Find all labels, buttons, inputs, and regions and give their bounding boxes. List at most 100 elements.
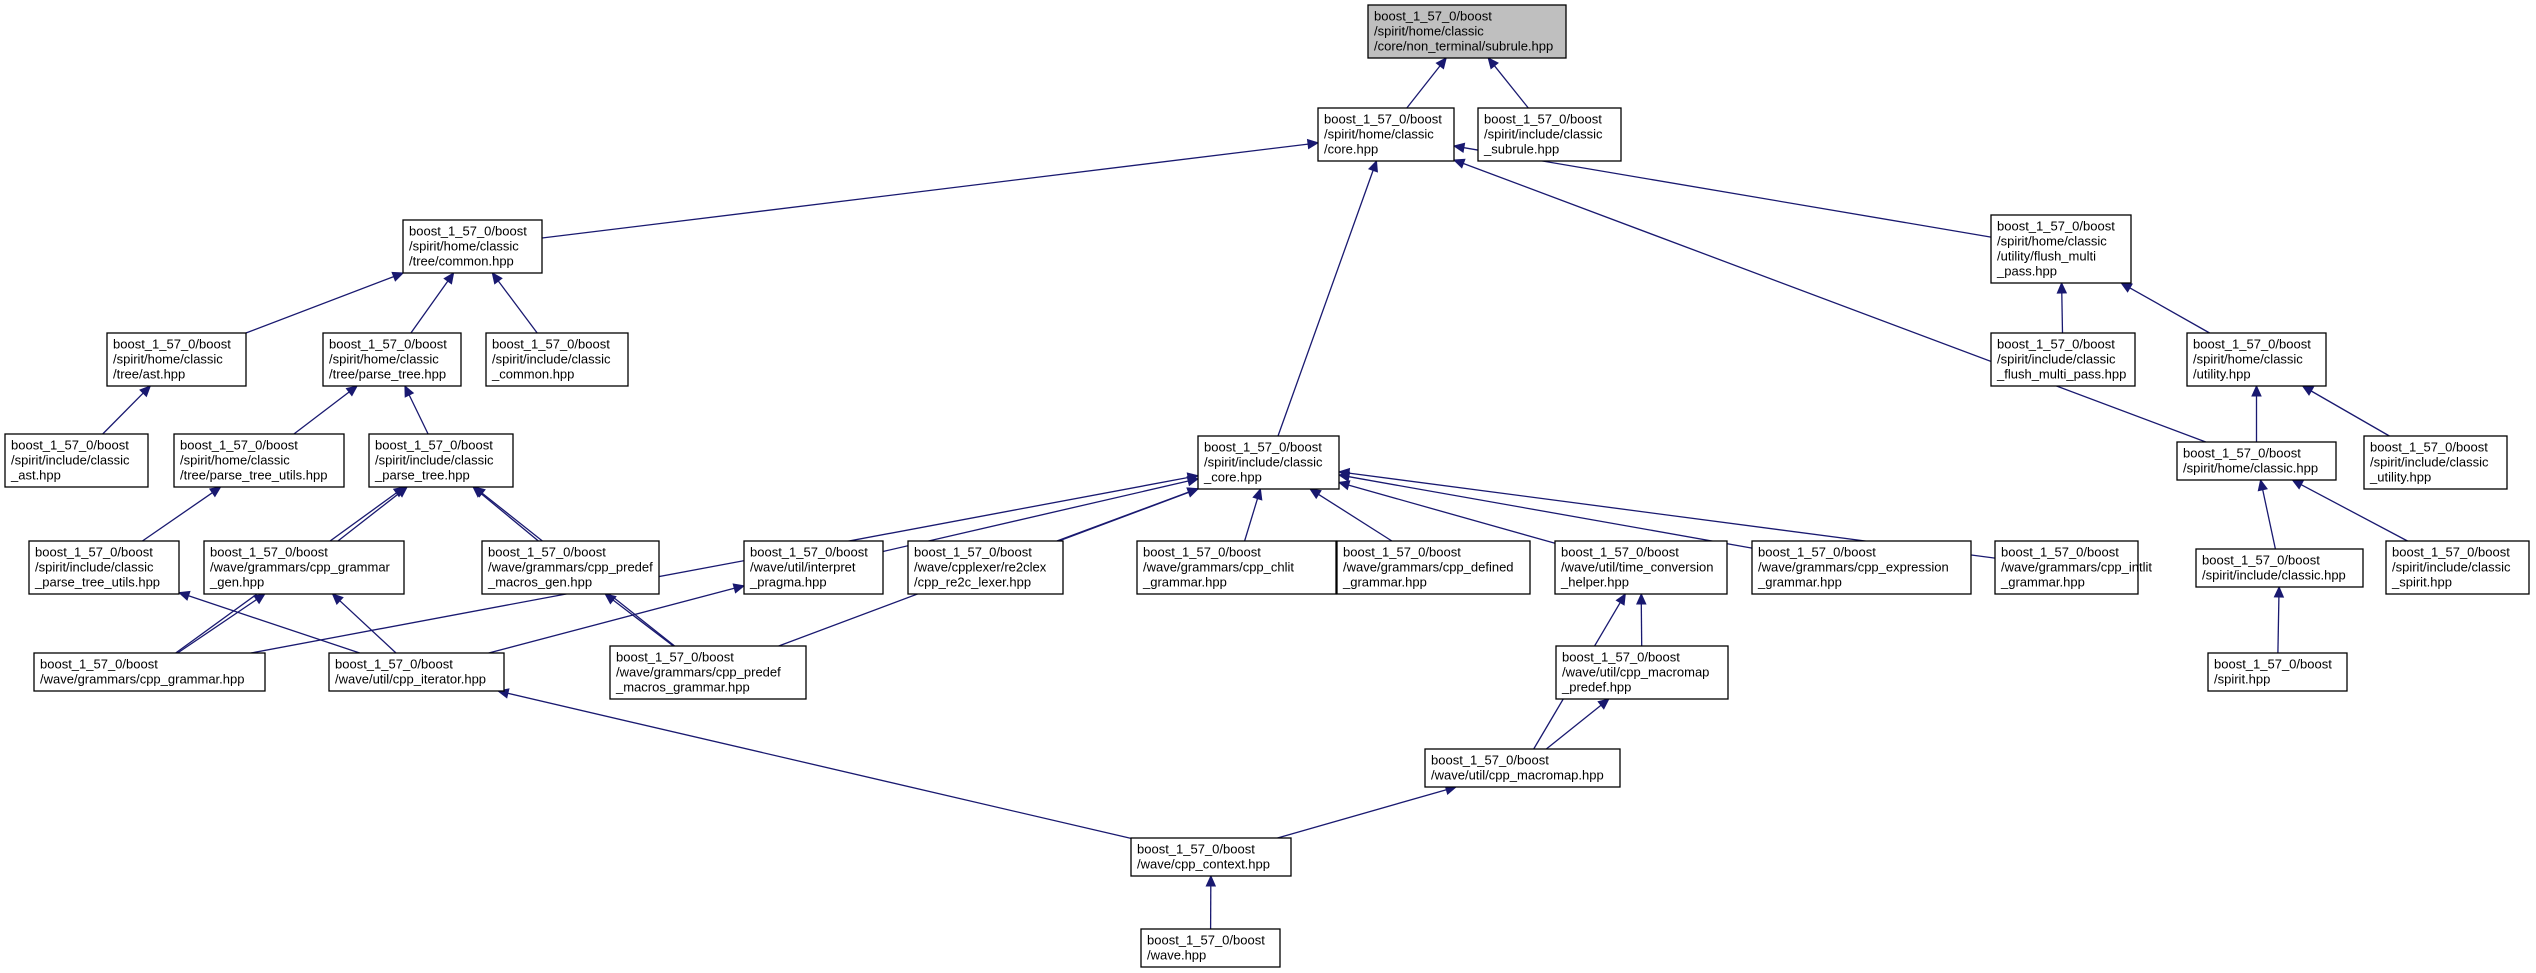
graph-edge-grammar-gen-to-inc-parse-tree [337,486,409,542]
graph-node-core[interactable]: boost_1_57_0/boost/spirit/home/classic/c… [1317,107,1455,162]
graph-node-grammar-gen[interactable]: boost_1_57_0/boost/wave/grammars/cpp_gra… [203,540,405,595]
graph-node-inc-classic[interactable]: boost_1_57_0/boost/spirit/include/classi… [2195,548,2364,588]
node-label-line: /tree/common.hpp [409,254,514,269]
node-label-line: /spirit/home/classic [2193,352,2303,367]
node-label-line: /spirit/home/classic [409,239,519,254]
graph-node-inc-common[interactable]: boost_1_57_0/boost/spirit/include/classi… [485,332,629,387]
node-label-line: /spirit/home/classic.hpp [2183,461,2318,476]
graph-edge-defined-to-inc-core [1309,488,1393,542]
node-box [368,433,514,488]
node-label-line: /wave/grammars/cpp_intlit [2001,560,2152,575]
node-box [1424,748,1621,788]
graph-node-cpp-grammar[interactable]: boost_1_57_0/boost/wave/grammars/cpp_gra… [33,652,266,692]
graph-node-inc-spirit[interactable]: boost_1_57_0/boost/spirit/include/classi… [2385,540,2530,595]
graph-node-inc-utility[interactable]: boost_1_57_0/boost/spirit/include/classi… [2363,435,2508,490]
node-label-line: _parse_tree_utils.hpp [34,575,160,590]
node-label-line: /wave/util/cpp_macromap.hpp [1431,768,1604,783]
edge-arrowhead [1337,480,1351,491]
edge-line [293,391,350,435]
graph-node-tree-ast[interactable]: boost_1_57_0/boost/spirit/home/classic/t… [106,332,247,387]
graph-node-time-conv[interactable]: boost_1_57_0/boost/wave/util/time_conver… [1554,540,1728,595]
node-label-line: /spirit/home/classic [180,453,290,468]
node-label-line: /wave.hpp [1147,948,1206,963]
edge-line [2277,596,2280,654]
graph-node-tree-common[interactable]: boost_1_57_0/boost/spirit/home/classic/t… [402,219,543,274]
node-label-line: _grammar.hpp [1142,575,1227,590]
node-box [1990,214,2132,284]
graph-edge-core-to-subrule [1406,57,1447,109]
edge-arrowhead [1252,487,1263,501]
node-label-line: boost_1_57_0/boost [1431,753,1549,768]
graph-node-subrule[interactable]: boost_1_57_0/boost/spirit/home/classic/c… [1367,4,1567,59]
node-label-line: /spirit/include/classic [1484,127,1603,142]
graph-edge-expression-to-inc-core [1337,471,1753,549]
graph-node-re2c[interactable]: boost_1_57_0/boost/wave/cpplexer/re2clex… [907,540,1064,595]
node-label-line: _core.hpp [1203,470,1262,485]
node-label-line: /wave/grammars/cpp_grammar.hpp [40,672,244,687]
node-label-line: boost_1_57_0/boost [616,650,734,665]
edge-arrowhead [1186,475,1200,487]
graph-edge-inc-common-to-tree-common [491,272,538,334]
node-label-line: boost_1_57_0/boost [2370,440,2488,455]
node-box [485,332,629,387]
node-box [1136,540,1337,595]
graph-node-classic[interactable]: boost_1_57_0/boost/spirit/home/classic.h… [2176,441,2337,481]
graph-node-predef-gen[interactable]: boost_1_57_0/boost/wave/grammars/cpp_pre… [481,540,660,595]
edge-arrowhead [2291,479,2305,490]
graph-node-interpret[interactable]: boost_1_57_0/boost/wave/util/interpret_p… [743,540,884,595]
graph-node-inc-core[interactable]: boost_1_57_0/boost/spirit/include/classi… [1197,435,1340,490]
node-label-line: /utility/flush_multi [1997,249,2096,264]
node-box [1994,540,2139,595]
graph-node-inc-subrule[interactable]: boost_1_57_0/boost/spirit/include/classi… [1477,107,1622,162]
graph-node-defined[interactable]: boost_1_57_0/boost/wave/grammars/cpp_def… [1336,540,1531,595]
edge-line [250,476,1189,654]
node-label-line: boost_1_57_0/boost [1137,842,1255,857]
graph-node-inc-parse-tree[interactable]: boost_1_57_0/boost/spirit/include/classi… [368,433,514,488]
graph-node-inc-ptu[interactable]: boost_1_57_0/boost/spirit/include/classi… [28,540,180,595]
node-label-line: boost_1_57_0/boost [1143,545,1261,560]
graph-node-cpp-iterator[interactable]: boost_1_57_0/boost/wave/util/cpp_iterato… [328,652,505,692]
edge-arrowhead [331,593,344,606]
node-label-line: boost_1_57_0/boost [1997,219,2115,234]
graph-node-macromap-predef[interactable]: boost_1_57_0/boost/wave/util/cpp_macroma… [1555,645,1729,700]
node-box [609,645,807,700]
graph-node-intlit[interactable]: boost_1_57_0/boost/wave/grammars/cpp_int… [1994,540,2152,595]
node-box [1751,540,1972,595]
node-layer: boost_1_57_0/boost/spirit/home/classic/c… [4,4,2530,968]
node-label-line: /wave/grammars/cpp_chlit [1143,560,1294,575]
edge-line [1243,498,1259,542]
edge-arrowhead [491,272,503,285]
node-box [2176,441,2337,481]
node-label-line: /spirit/include/classic [1997,352,2116,367]
edge-arrowhead [253,593,266,605]
edge-line [245,275,394,334]
node-label-line: _parse_tree.hpp [374,468,470,483]
graph-node-parse-tree[interactable]: boost_1_57_0/boost/spirit/home/classic/t… [322,332,462,387]
graph-node-utility[interactable]: boost_1_57_0/boost/spirit/home/classic/u… [2186,332,2327,387]
graph-node-predef-grammar[interactable]: boost_1_57_0/boost/wave/grammars/cpp_pre… [609,645,807,700]
edge-arrowhead [391,271,405,282]
graph-edge-inc-ast-to-tree-ast [102,385,152,435]
edge-line [507,692,1132,840]
graph-node-macromap[interactable]: boost_1_57_0/boost/wave/util/cpp_macroma… [1424,748,1621,788]
graph-node-cpp-context[interactable]: boost_1_57_0/boost/wave/cpp_context.hpp [1130,837,1292,877]
node-label-line: boost_1_57_0/boost [914,545,1032,560]
graph-node-parse-tree-utils[interactable]: boost_1_57_0/boost/spirit/home/classic/t… [173,433,345,488]
node-label-line: _subrule.hpp [1483,142,1559,157]
node-label-line: boost_1_57_0/boost [750,545,868,560]
node-label-line: /wave/util/time_conversion [1561,560,1713,575]
graph-node-spirit[interactable]: boost_1_57_0/boost/spirit.hpp [2207,652,2348,692]
graph-node-flush-multi[interactable]: boost_1_57_0/boost/spirit/home/classic/u… [1990,214,2132,284]
graph-node-chlit[interactable]: boost_1_57_0/boost/wave/grammars/cpp_chl… [1136,540,1337,595]
node-label-line: boost_1_57_0/boost [1147,933,1265,948]
graph-edge-tree-common-to-core [541,138,1320,239]
graph-node-inc-ast[interactable]: boost_1_57_0/boost/spirit/include/classi… [4,433,149,488]
graph-node-inc-flush[interactable]: boost_1_57_0/boost/spirit/include/classi… [1990,332,2136,387]
graph-node-wave[interactable]: boost_1_57_0/boost/wave.hpp [1140,928,1281,968]
node-label-line: /tree/parse_tree.hpp [329,367,446,382]
node-label-line: /wave/grammars/cpp_expression [1758,560,1949,575]
graph-edge-tree-ast-to-tree-common [245,271,405,334]
node-label-line: /wave/grammars/cpp_predef [616,665,781,680]
node-label-line: boost_1_57_0/boost [11,438,129,453]
graph-node-expression[interactable]: boost_1_57_0/boost/wave/grammars/cpp_exp… [1751,540,1972,595]
